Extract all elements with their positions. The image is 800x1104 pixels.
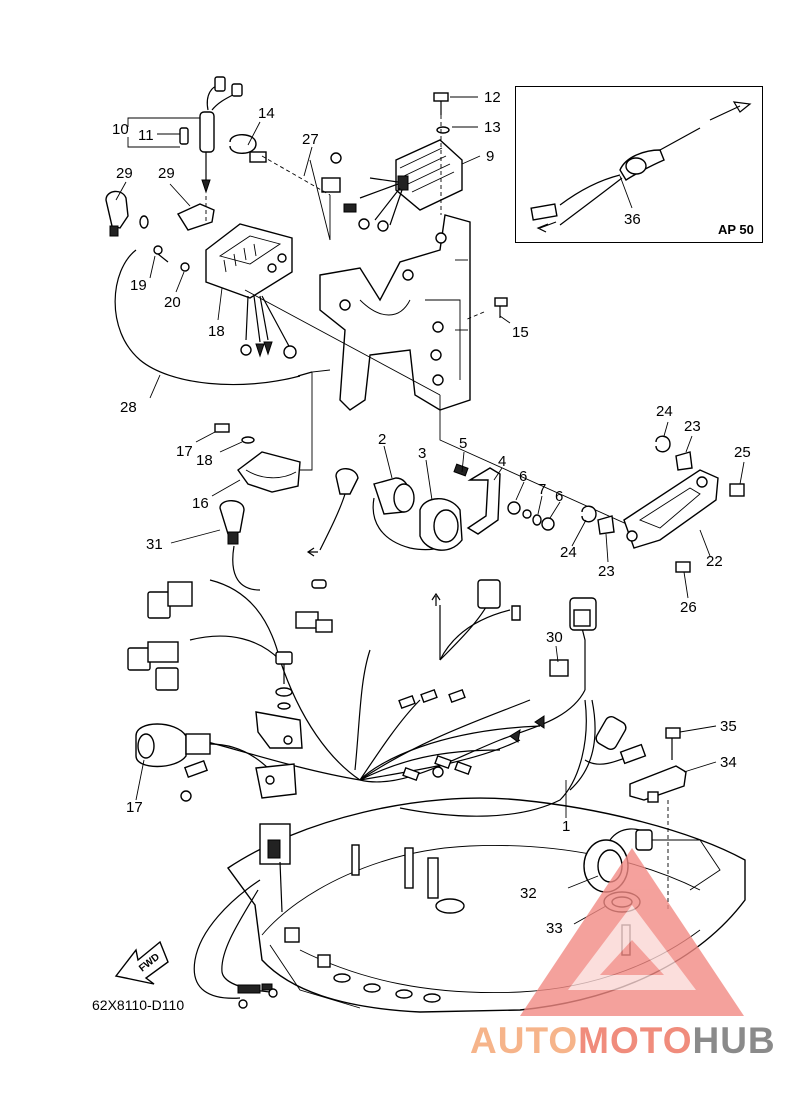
- callout-2: 2: [378, 431, 386, 448]
- screws-top: [433, 92, 508, 318]
- callout-10: 11: [138, 127, 154, 144]
- callout-36: 36: [624, 211, 641, 228]
- reference-code: 62X8110-D110: [92, 997, 185, 1013]
- callout-21: 20: [164, 294, 181, 311]
- callout-33: 33: [546, 920, 563, 937]
- callout-leaders: [115, 96, 745, 925]
- leader-dashes: [205, 115, 641, 531]
- mounting-bracket: [319, 214, 471, 411]
- callout-18: 17: [126, 799, 143, 816]
- watermark-text: AUTOMOTOHUB: [470, 1020, 776, 1062]
- callout-31: 31: [146, 536, 163, 553]
- callout-20: 19: [130, 277, 147, 294]
- callout-24a: 24: [560, 544, 577, 561]
- inset-harness: [530, 101, 752, 233]
- callout-32: 32: [520, 885, 537, 902]
- battery-cables: [193, 879, 278, 1009]
- watermark-auto: AUTO: [470, 1020, 579, 1061]
- switches: [214, 423, 463, 591]
- callout-23b: 23: [684, 418, 701, 435]
- callout-7: 7: [538, 481, 546, 498]
- callout-28: 28: [120, 399, 137, 416]
- callout-26: 26: [680, 599, 697, 616]
- callout-23a: 23: [598, 563, 615, 580]
- callout-15: 16: [192, 495, 209, 512]
- callout-6a: 6: [519, 468, 527, 485]
- callout-29a: 29: [116, 165, 133, 182]
- callout-4: 4: [498, 453, 506, 470]
- callout-9: 10: [112, 121, 129, 138]
- callout-34: 34: [720, 754, 737, 771]
- inset-code: AP 50: [718, 222, 754, 237]
- stop-switch-bracket: [453, 435, 745, 573]
- callout-19: 18: [208, 323, 225, 340]
- top-left-parts: [105, 76, 342, 386]
- callout-1: 1: [562, 818, 570, 835]
- callout-11: 12: [484, 89, 501, 106]
- callout-8: 9: [486, 148, 494, 165]
- callout-22: 22: [706, 553, 723, 570]
- cdi-unit: [205, 223, 297, 359]
- inset-box: [515, 86, 763, 243]
- wire-harness: [127, 547, 647, 817]
- callout-25: 25: [734, 444, 751, 461]
- callout-12: 13: [484, 119, 501, 136]
- fwd-arrow: FWD: [114, 940, 169, 985]
- watermark-triangle: [520, 848, 744, 1016]
- callout-27: 27: [302, 131, 319, 148]
- watermark-hub: HUB: [692, 1020, 776, 1061]
- callout-13: 14: [258, 105, 275, 122]
- callout-16: 17: [176, 443, 193, 460]
- callout-14: 15: [512, 324, 529, 341]
- callout-35: 35: [720, 718, 737, 735]
- rectifier-regulator: [321, 139, 463, 232]
- callout-3: 3: [418, 445, 426, 462]
- callout-30: 30: [546, 629, 563, 646]
- callout-numbers: 10 11 14 27 12 13 9 29 29 19 20 18 15 28…: [112, 89, 751, 937]
- watermark-moto: MOTO: [578, 1020, 693, 1061]
- callout-5: 5: [459, 435, 467, 452]
- callout-6b: 6: [555, 488, 563, 505]
- callout-24b: 24: [656, 403, 673, 420]
- callout-29b: 29: [158, 165, 175, 182]
- callout-17: 18: [196, 452, 213, 469]
